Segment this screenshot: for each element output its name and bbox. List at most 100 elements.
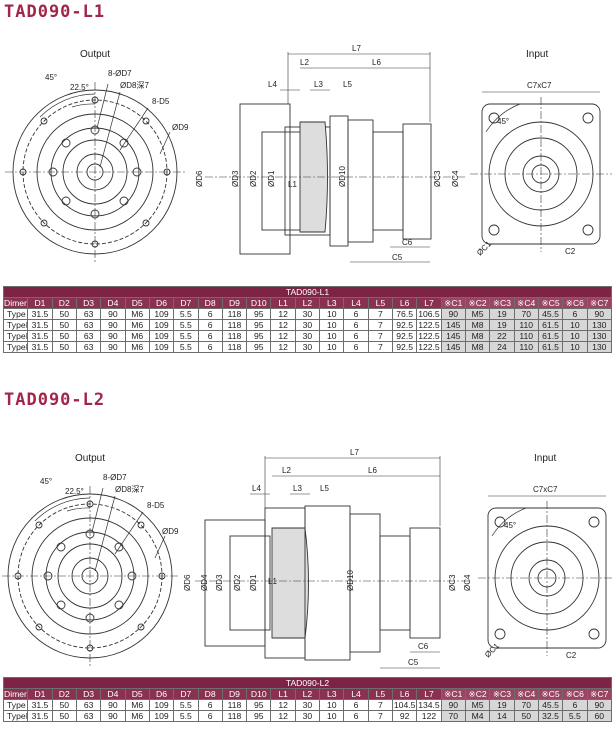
c3-label: ØC3: [448, 574, 457, 591]
table-cell: 90: [100, 308, 126, 320]
table-cell: 30: [294, 308, 321, 320]
table-cell: 45.5: [537, 308, 564, 320]
table-cell: 7: [367, 710, 394, 722]
l7-label: L7: [352, 44, 361, 53]
table-cell: 61.5: [537, 330, 564, 342]
col-header: D3: [75, 688, 102, 700]
angle-22-5-label: 22.5°: [70, 83, 89, 92]
table-cell: 31.5: [27, 319, 53, 331]
d5-label: 8-D5: [152, 97, 170, 106]
table-header-row: Dimension D1 D2 D3 D4 D5 D6 D7 D8 D9 D10…: [2, 688, 612, 700]
table-cell: 63: [75, 319, 102, 331]
table-cell: 109: [148, 319, 175, 331]
table-cell: 109: [148, 710, 175, 722]
table-cell: 19: [489, 319, 515, 331]
l2-label: L2: [282, 466, 291, 475]
angle-45-label: 45°: [40, 477, 52, 486]
input-label: Input: [526, 49, 548, 60]
d9-label: ØD9: [172, 123, 189, 132]
table-cell: 106.5: [416, 308, 442, 320]
d3-label: ØD3: [215, 574, 224, 591]
table-cell: 12: [270, 710, 296, 722]
table-cell: 70: [513, 308, 539, 320]
col-header: D6: [148, 297, 175, 309]
col-header: D4: [100, 297, 126, 309]
col-header: ※C5: [537, 297, 564, 309]
table-cell: 95: [246, 319, 272, 331]
col-header: D9: [221, 688, 248, 700]
table-cell: 6: [343, 699, 369, 711]
table-cell: 118: [221, 710, 248, 722]
table-cell: 7: [367, 341, 394, 353]
l6-label: L6: [372, 58, 381, 67]
table-cell: 92.5: [391, 330, 418, 342]
table-cell: 30: [294, 699, 321, 711]
col-header: ※C7: [586, 688, 612, 700]
table-cell: 6: [343, 710, 369, 722]
c1-label: ØC1: [475, 239, 493, 257]
c4-label: ØC4: [463, 574, 472, 591]
table-cell: 32.5: [537, 710, 564, 722]
c7-label: C7xC7: [527, 81, 552, 90]
table-cell: 109: [148, 308, 175, 320]
table-cell: 31.5: [27, 341, 53, 353]
col-header: L1: [270, 297, 296, 309]
table-row: Type I31.5506390M61095.56118951230106710…: [2, 699, 612, 711]
row-type-cell: Type I: [2, 699, 29, 711]
table-cell: 7: [367, 699, 394, 711]
table-cell: 95: [246, 710, 272, 722]
table-cell: 45.5: [537, 699, 564, 711]
table-cell: 95: [246, 341, 272, 353]
l5-label: L5: [320, 484, 329, 493]
section-title-l1: TAD090-L1: [4, 2, 106, 22]
section-title-l2: TAD090-L2: [4, 390, 106, 410]
d7-label: 8-ØD7: [103, 473, 127, 482]
table-cell: 5.5: [173, 319, 199, 331]
col-header: ※C7: [586, 297, 612, 309]
d2-label: ØD2: [249, 170, 258, 187]
output-flange-view: [5, 82, 185, 262]
table-cell: 6: [343, 308, 369, 320]
table-cell: M5: [464, 308, 491, 320]
table-cell: 7: [367, 330, 394, 342]
table-cell: 90: [100, 330, 126, 342]
table-caption: TAD090-L2: [3, 677, 612, 689]
table-cell: 109: [148, 699, 175, 711]
table-cell: 90: [440, 699, 466, 711]
col-header: Dimension: [2, 297, 29, 309]
table-cell: 145: [440, 341, 466, 353]
table-cell: 6: [343, 319, 369, 331]
col-header: L3: [319, 297, 345, 309]
c1-label: ØC1: [483, 641, 501, 659]
table-cell: 104.5: [391, 699, 418, 711]
technical-drawing-l2: Output 45° 22.5° 8-ØD7 ØD8深7 8-D5 ØD9 L7…: [2, 448, 612, 669]
table-cell: 31.5: [27, 699, 53, 711]
col-header: L6: [391, 688, 418, 700]
table-cell: 61.5: [537, 319, 564, 331]
input-flange-view: [478, 495, 612, 656]
c5-label: C5: [408, 658, 419, 667]
table-cell: 90: [586, 699, 612, 711]
table-cell: 76.5: [391, 308, 418, 320]
table-cell: 118: [221, 330, 248, 342]
input-label: Input: [534, 453, 556, 464]
col-header: ※C3: [489, 297, 515, 309]
col-header: D9: [221, 297, 248, 309]
table-cell: 60: [586, 710, 612, 722]
col-header: L4: [343, 297, 369, 309]
table-body: Type I31.5506390M61095.56118951230106776…: [2, 308, 612, 353]
l1-label: L1: [288, 180, 297, 189]
col-header: D10: [246, 688, 272, 700]
table-cell: 134.5: [416, 699, 442, 711]
table-cell: 50: [513, 710, 539, 722]
table-cell: 6: [197, 319, 223, 331]
col-header: ※C1: [440, 688, 466, 700]
table-cell: 6: [562, 699, 588, 711]
col-header: ※C6: [562, 297, 588, 309]
table-caption: TAD090-L1: [3, 286, 612, 298]
d4-label: ØD4: [200, 574, 209, 591]
col-header: ※C4: [513, 688, 539, 700]
table-cell: 92.5: [391, 319, 418, 331]
